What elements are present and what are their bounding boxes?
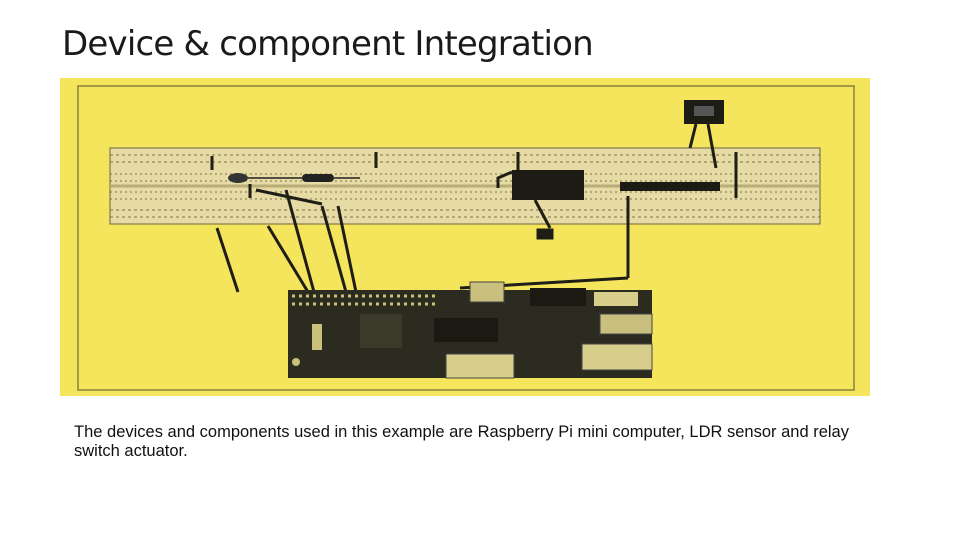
- raspberry-pi-board: [288, 281, 653, 379]
- scan-frame: [77, 85, 855, 391]
- ldr-sensor: [228, 173, 360, 183]
- wires: [210, 123, 738, 293]
- circuit-figure: [60, 78, 870, 396]
- circuit-diagram: [77, 85, 855, 391]
- slide-title: Device & component Integration: [62, 24, 594, 64]
- relay-chip: [512, 100, 724, 200]
- slide-caption: The devices and components used in this …: [74, 423, 849, 460]
